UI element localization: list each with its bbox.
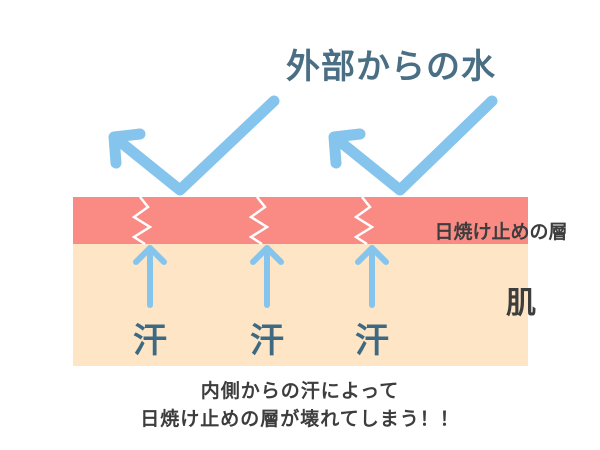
diagram-title: 外部からの水 [286,47,496,87]
sweat-arrow-3 [355,245,389,308]
caption-line-1: 内側からの汗によって [200,380,400,402]
sunscreen-layer [73,197,528,244]
sweat-arrow-1 [133,245,167,308]
water-arrow-left [108,95,280,196]
caption-line-2: 日焼け止めの層が壊れてしまう！！ [140,408,460,430]
sweat-arrows [133,245,389,308]
sweat-label-1: 汗 [133,321,167,361]
crack-1 [131,196,153,246]
sweat-arrow-2 [250,245,284,308]
crack-2 [248,196,270,246]
sweat-label-3: 汗 [355,321,389,361]
sweat-label-2: 汗 [250,321,284,361]
crack-3 [353,196,375,246]
sunscreen-cracks [131,196,375,246]
water-arrows [108,95,498,196]
sunscreen-layer-label: 日焼け止めの層 [434,220,567,243]
water-arrow-right [328,95,498,196]
skin-layer-label: 肌 [506,286,536,321]
